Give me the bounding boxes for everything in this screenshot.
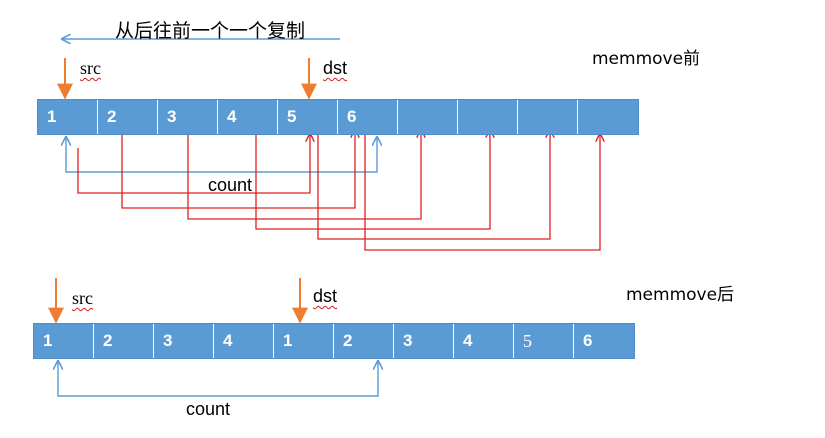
src-label-before: src [80,58,101,78]
copy-arrow-6-to-10 [364,134,600,251]
copy-arrow-2-to-6 [121,130,355,209]
copy-arrow-1-to-5 [77,134,310,194]
count-span-before [66,137,377,173]
cell-before-3: 4 [218,100,278,134]
cell-before-2: 3 [158,100,218,134]
title-after: memmove后 [626,285,735,305]
count-label-before: count [208,175,253,195]
cell-after-4: 1 [274,324,334,358]
cell-before-1: 2 [98,100,158,134]
cell-after-7: 4 [454,324,514,358]
title-before: memmove前 [592,49,701,69]
cell-after-1: 2 [94,324,154,358]
cell-before-0: 1 [38,100,98,134]
cell-before-6 [398,100,458,134]
count-span-after [58,361,378,397]
cell-after-2: 3 [154,324,214,358]
caption-text: 从后往前一个一个复制 [115,20,306,42]
count-label-after: count [186,399,231,419]
cell-before-8 [518,100,578,134]
array-before: 1 2 3 4 5 6 [37,99,639,135]
copy-arrow-3-to-7 [187,130,421,220]
cell-after-8: 5 [514,324,574,358]
dst-label-after: dst [313,286,338,306]
cell-after-0: 1 [34,324,94,358]
cell-after-6: 3 [394,324,454,358]
cell-before-7 [458,100,518,134]
cell-before-5: 6 [338,100,398,134]
cell-before-4: 5 [278,100,338,134]
copy-arrow-5-to-9 [317,130,550,240]
src-label-after: src [72,288,93,308]
array-after: 1 2 3 4 1 2 3 4 5 6 [33,323,635,359]
copy-arrow-4-to-8 [255,130,490,230]
dst-label-before: dst [323,58,348,78]
cell-after-9: 6 [583,331,593,350]
cell-after-5: 2 [334,324,394,358]
cell-before-9 [578,100,638,134]
cell-after-3: 4 [214,324,274,358]
